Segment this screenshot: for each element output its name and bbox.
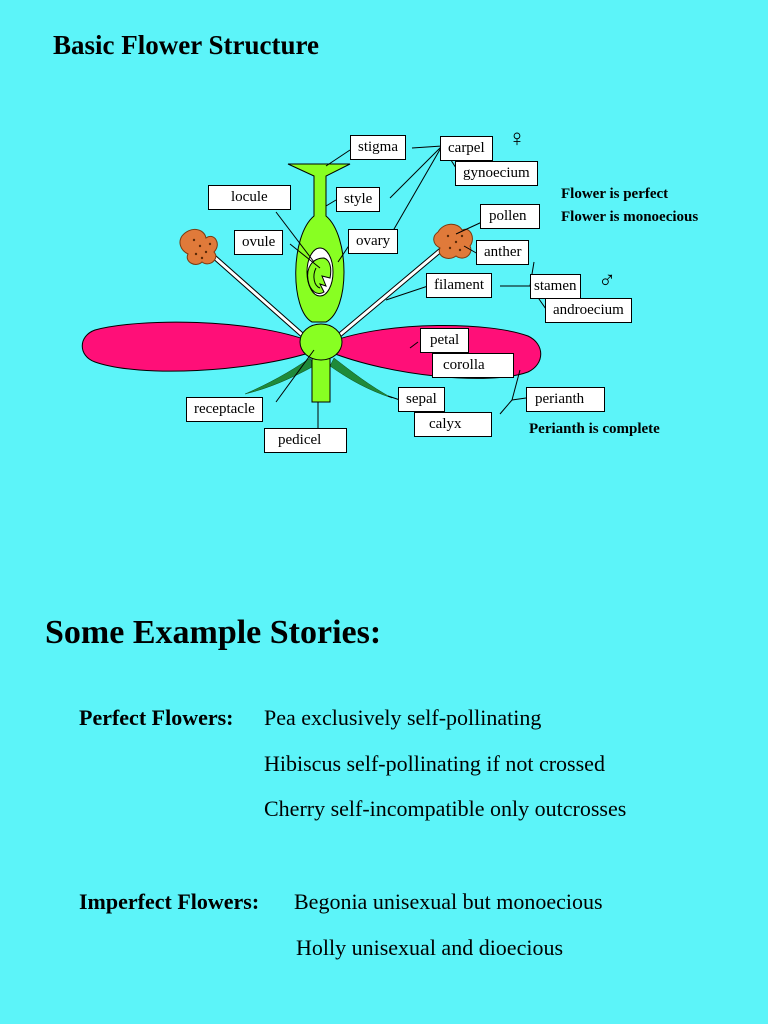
imperfect-flowers-label: Imperfect Flowers: [79,889,260,914]
label-perianth: perianth [526,387,606,412]
label-ovule: ovule [234,230,284,255]
label-locule: locule [208,185,291,210]
label-ovary: ovary [348,229,399,254]
label-stigma: stigma [350,135,406,160]
perfect-flowers-label: Perfect Flowers: [79,705,234,730]
label-receptacle: receptacle [186,397,263,422]
label-calyx: calyx [414,412,493,437]
label-sepal: sepal [398,387,445,412]
label-petal: petal [420,328,470,353]
male-symbol: ♂ [598,268,616,294]
label-gynoecium: gynoecium [455,161,538,186]
stories-heading: Some Example Stories: [45,614,382,651]
imperfect-item-1: Begonia unisexual but monoecious [294,889,603,914]
label-style: style [336,187,381,212]
note-perianth-complete: Perianth is complete [529,421,660,437]
page-title: Basic Flower Structure [53,30,319,60]
label-carpel: carpel [440,136,493,161]
carpel-shape [287,163,351,323]
sepal-right [329,357,393,399]
anther-left [179,229,218,265]
petal-left [81,321,313,372]
label-anther: anther [476,240,530,265]
perfect-item-2: Hibiscus self-pollinating if not crossed [264,751,605,776]
filament-right-inner [335,242,449,340]
label-stamen: stamen [530,274,581,299]
label-pedicel: pedicel [264,428,348,453]
filament-left-inner [203,246,309,342]
imperfect-item-2: Holly unisexual and dioecious [296,935,564,960]
label-androecium: androecium [545,298,632,323]
label-pollen: pollen [480,204,540,229]
ovule-shape [307,257,332,294]
receptacle-shape [299,323,343,361]
anther-right [433,223,473,259]
leader-lines [275,145,549,432]
perfect-item-1: Pea exclusively self-pollinating [264,705,542,730]
sepal-left [244,357,315,395]
label-filament: filament [426,273,492,298]
perfect-item-3: Cherry self-incompatible only outcrosses [264,796,627,821]
note-monoecious: Flower is monoecious [561,209,699,225]
label-corolla: corolla [432,353,514,378]
flower-diagram [81,145,549,432]
note-perfect: Flower is perfect [561,186,669,202]
female-symbol: ♀ [508,126,526,152]
